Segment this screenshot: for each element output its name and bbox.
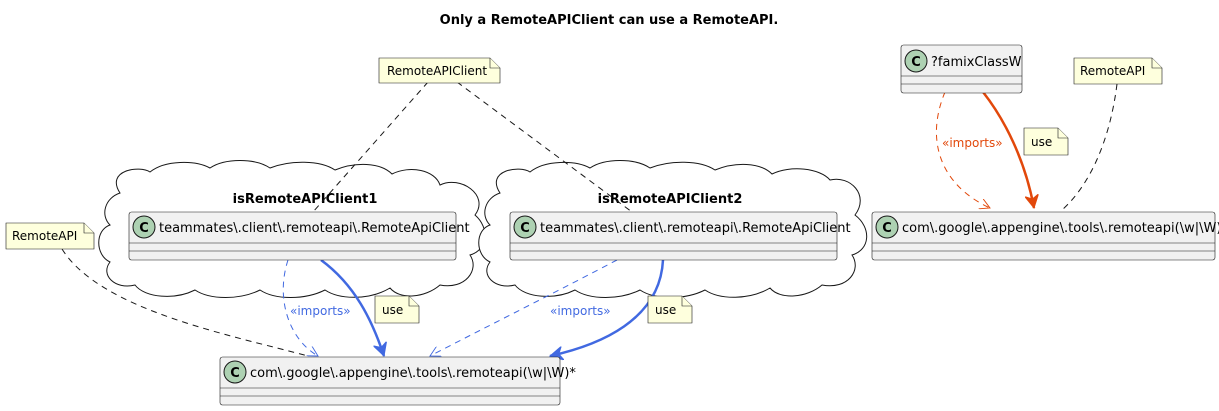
note-use-blue-2: use [647,295,693,324]
diagram-title: Only a RemoteAPIClient can use a RemoteA… [440,13,779,28]
class-name: teammates\.client\.remoteapi\.RemoteApiC… [540,221,851,236]
svg-text:C: C [520,221,530,236]
class-icon: C [132,215,156,239]
class-client-2[interactable]: C teammates\.client\.remoteapi\.RemoteAp… [509,211,851,261]
svg-text:use: use [655,303,676,317]
class-name: ?famixClassW [931,55,1022,70]
svg-text:RemoteAPI: RemoteAPI [1080,64,1145,78]
class-api-bottom[interactable]: C com\.google\.appengine\.tools\.remotea… [219,356,576,406]
svg-text:RemoteAPI: RemoteAPI [12,229,77,243]
arrow-imports-orange [935,91,990,208]
svg-text:C: C [139,221,149,236]
class-name: com\.google\.appengine\.tools\.remoteapi… [250,366,576,381]
class-name: com\.google\.appengine\.tools\.remoteapi… [902,221,1219,236]
arrow-imports-blue-1 [282,259,318,356]
note-remote-api-left: RemoteAPI [5,222,95,250]
imports-label-blue-2: «imports» [550,304,611,318]
cloud-title-1: isRemoteAPIClient1 [233,192,378,207]
class-icon: C [904,49,928,73]
note-use-orange: use [1023,127,1069,156]
imports-label-blue-1: «imports» [290,304,351,318]
arrow-imports-blue-2 [430,259,618,356]
class-famix[interactable]: C ?famixClassW [900,44,1023,94]
class-icon: C [875,215,899,239]
arrow-use-blue-2 [550,259,665,356]
arrow-use-blue-1 [320,258,384,356]
arrow-use-orange [982,91,1034,208]
imports-label-orange: «imports» [942,136,1003,150]
svg-text:RemoteAPIClient: RemoteAPIClient [387,64,487,78]
class-client-1[interactable]: C teammates\.client\.remoteapi\.RemoteAp… [128,211,470,261]
note-remote-api-client: RemoteAPIClient [378,57,501,84]
note-connector-remoteapi-right [1061,83,1118,211]
svg-text:use: use [1031,135,1052,149]
note-use-blue-1: use [374,295,420,324]
note-connector-client-1 [312,81,429,213]
class-api-right[interactable]: C com\.google\.appengine\.tools\.remotea… [871,211,1219,261]
note-connector-client-2 [456,81,633,213]
svg-text:C: C [911,55,921,70]
svg-text:use: use [382,303,403,317]
svg-text:C: C [882,221,892,236]
class-icon: C [513,215,537,239]
class-name: teammates\.client\.remoteapi\.RemoteApiC… [159,221,470,236]
svg-text:C: C [230,366,240,381]
class-icon: C [223,360,247,384]
cloud-title-2: isRemoteAPIClient2 [598,192,743,207]
note-remote-api-right: RemoteAPI [1073,57,1163,85]
